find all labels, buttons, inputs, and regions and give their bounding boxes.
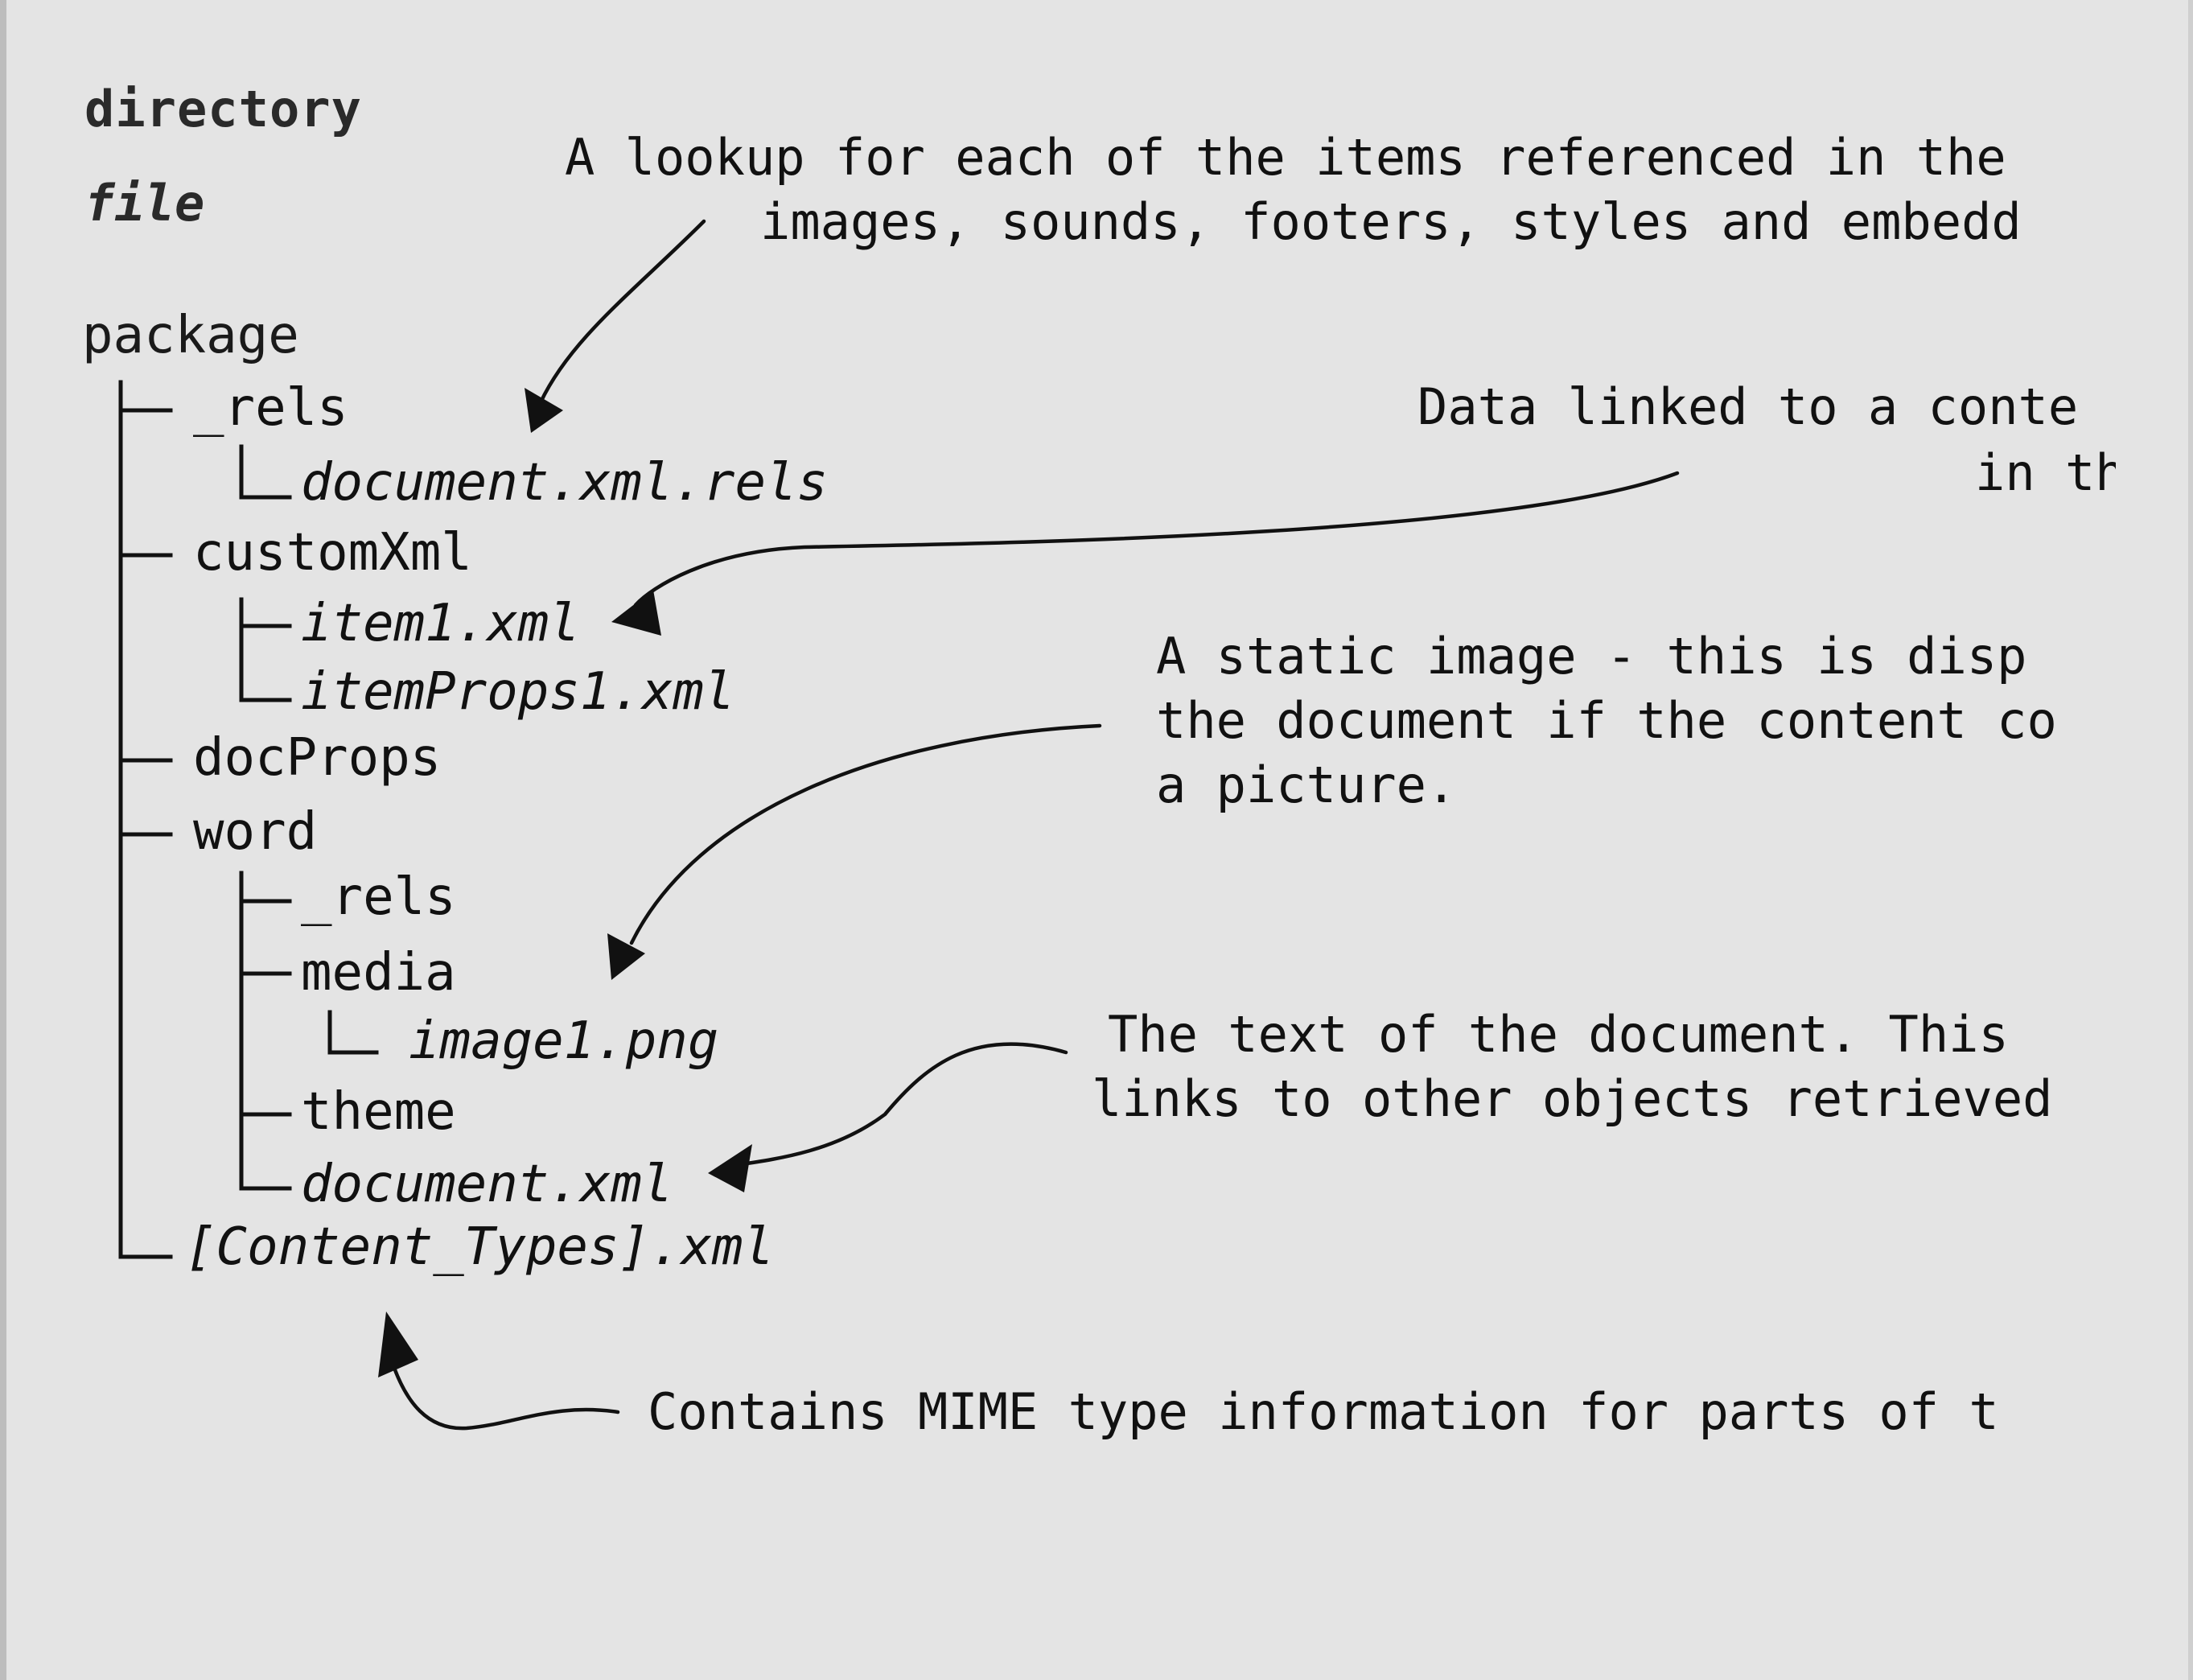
tree-file-content-types-xml: [Content_Types].xml [185,1217,775,1277]
arrow-content-types-head [378,1311,418,1377]
tree-dir-word-rels: _rels [301,867,456,927]
tree-dir-media: media [301,943,456,1003]
page-edge-right [2188,0,2193,1680]
arrow-image-head [607,933,645,980]
arrow-rels-curve [538,219,706,405]
arrow-customxml-head [611,590,661,636]
annotation-image-line1: A static image - this is disp [1156,627,2027,686]
annotation-image-block: A static image - this is disp the docume… [0,624,2117,825]
tree-file-item1-xml: item1.xml [301,594,580,653]
annotation-image-line3: a picture. [1156,756,1457,814]
annotation-rels-line1: A lookup for each of the items reference… [565,128,2006,187]
annotation-document-block: The text of the document. This links to … [0,1002,2116,1139]
page-edge-left [0,0,6,1680]
tree-dir-word: word [193,802,318,862]
arrow-document-head [708,1144,752,1192]
arrow-rels-head [525,388,563,433]
tree-dir-customxml: customXml [193,523,472,583]
arrow-customxml-curve [633,471,1680,607]
annotation-document-line1: The text of the document. This [1108,1005,2009,1064]
arrow-document-curve [734,1042,1068,1167]
annotation-rels-block: A lookup for each of the items reference… [0,121,2113,266]
annotation-customxml-line1: Data linked to a conte [1417,377,2079,436]
arrow-content-types-curve [392,1365,620,1431]
annotation-customxml-line2: in th [1975,443,2116,502]
annotation-customxml-block: Data linked to a conte in th [0,374,2116,503]
annotation-rels-line2: images, sounds, footers, styles and embe… [760,192,2022,251]
tree-file-itemprops1-xml: itemProps1.xml [301,662,735,722]
tree-file-document-xml-rels: document.xml.rels [301,453,829,513]
tree-file-document-xml: document.xml [301,1155,673,1214]
tree-dir-theme: theme [301,1082,456,1142]
legend-directory: directory [84,80,362,138]
annotation-content-types-line1: Contains MIME type information for parts… [648,1382,1999,1441]
annotation-document-line2: links to other objects retrieved [1092,1069,2053,1128]
annotation-image-line2: the document if the content co [1156,691,2057,750]
tree-dir-docprops: docProps [193,728,442,788]
annotation-content-types-block: Contains MIME type information for parts… [0,1377,2116,1458]
legend-file: file [84,174,205,233]
tree-dir-rels: _rels [193,378,348,438]
arrow-image-curve [629,723,1102,945]
tree-file-image1-png: image1.png [409,1011,719,1071]
tree-root-package: package [82,306,299,365]
